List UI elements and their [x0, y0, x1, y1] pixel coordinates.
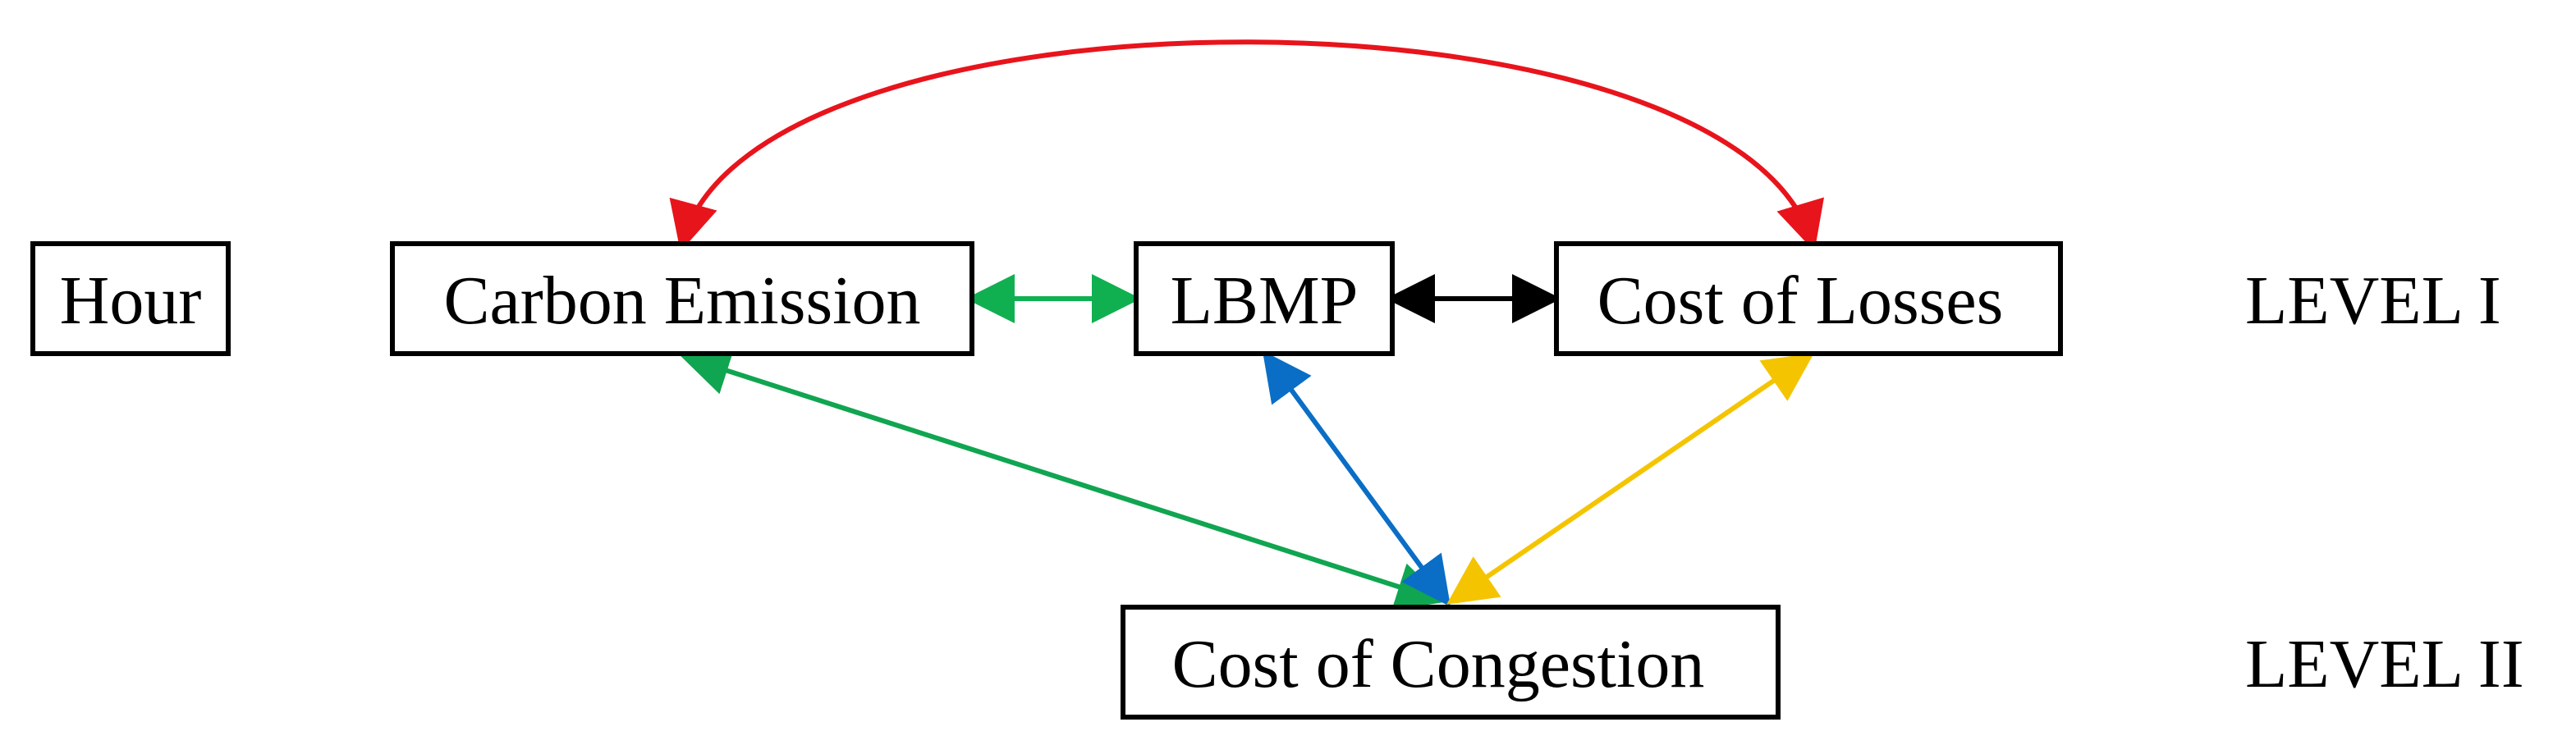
node-carbon-emission: Carbon Emission: [390, 241, 974, 356]
node-lbmp-label: LBMP: [1171, 263, 1359, 339]
arrow-carbon-emission-cost-of-congestion: [680, 347, 1446, 610]
level-2-label: LEVEL II: [2245, 626, 2524, 702]
node-cost-of-losses: Cost of Losses: [1554, 241, 2063, 356]
node-cost-of-congestion: Cost of Congestion: [1121, 605, 1781, 720]
level-1-label: LEVEL I: [2245, 263, 2501, 339]
node-cost-of-congestion-label: Cost of Congestion: [1172, 626, 1705, 702]
node-lbmp: LBMP: [1134, 241, 1395, 356]
arrow-cost-of-losses-cost-of-congestion: [1446, 353, 1814, 605]
node-hour: Hour: [30, 241, 231, 356]
arrow-carbon-emission-cost-of-losses: [669, 39, 1824, 252]
node-hour-label: Hour: [60, 263, 202, 339]
node-cost-of-losses-label: Cost of Losses: [1597, 263, 2004, 339]
arrow-lbmp-cost-of-congestion: [1262, 350, 1451, 607]
node-carbon-emission-label: Carbon Emission: [444, 263, 921, 339]
